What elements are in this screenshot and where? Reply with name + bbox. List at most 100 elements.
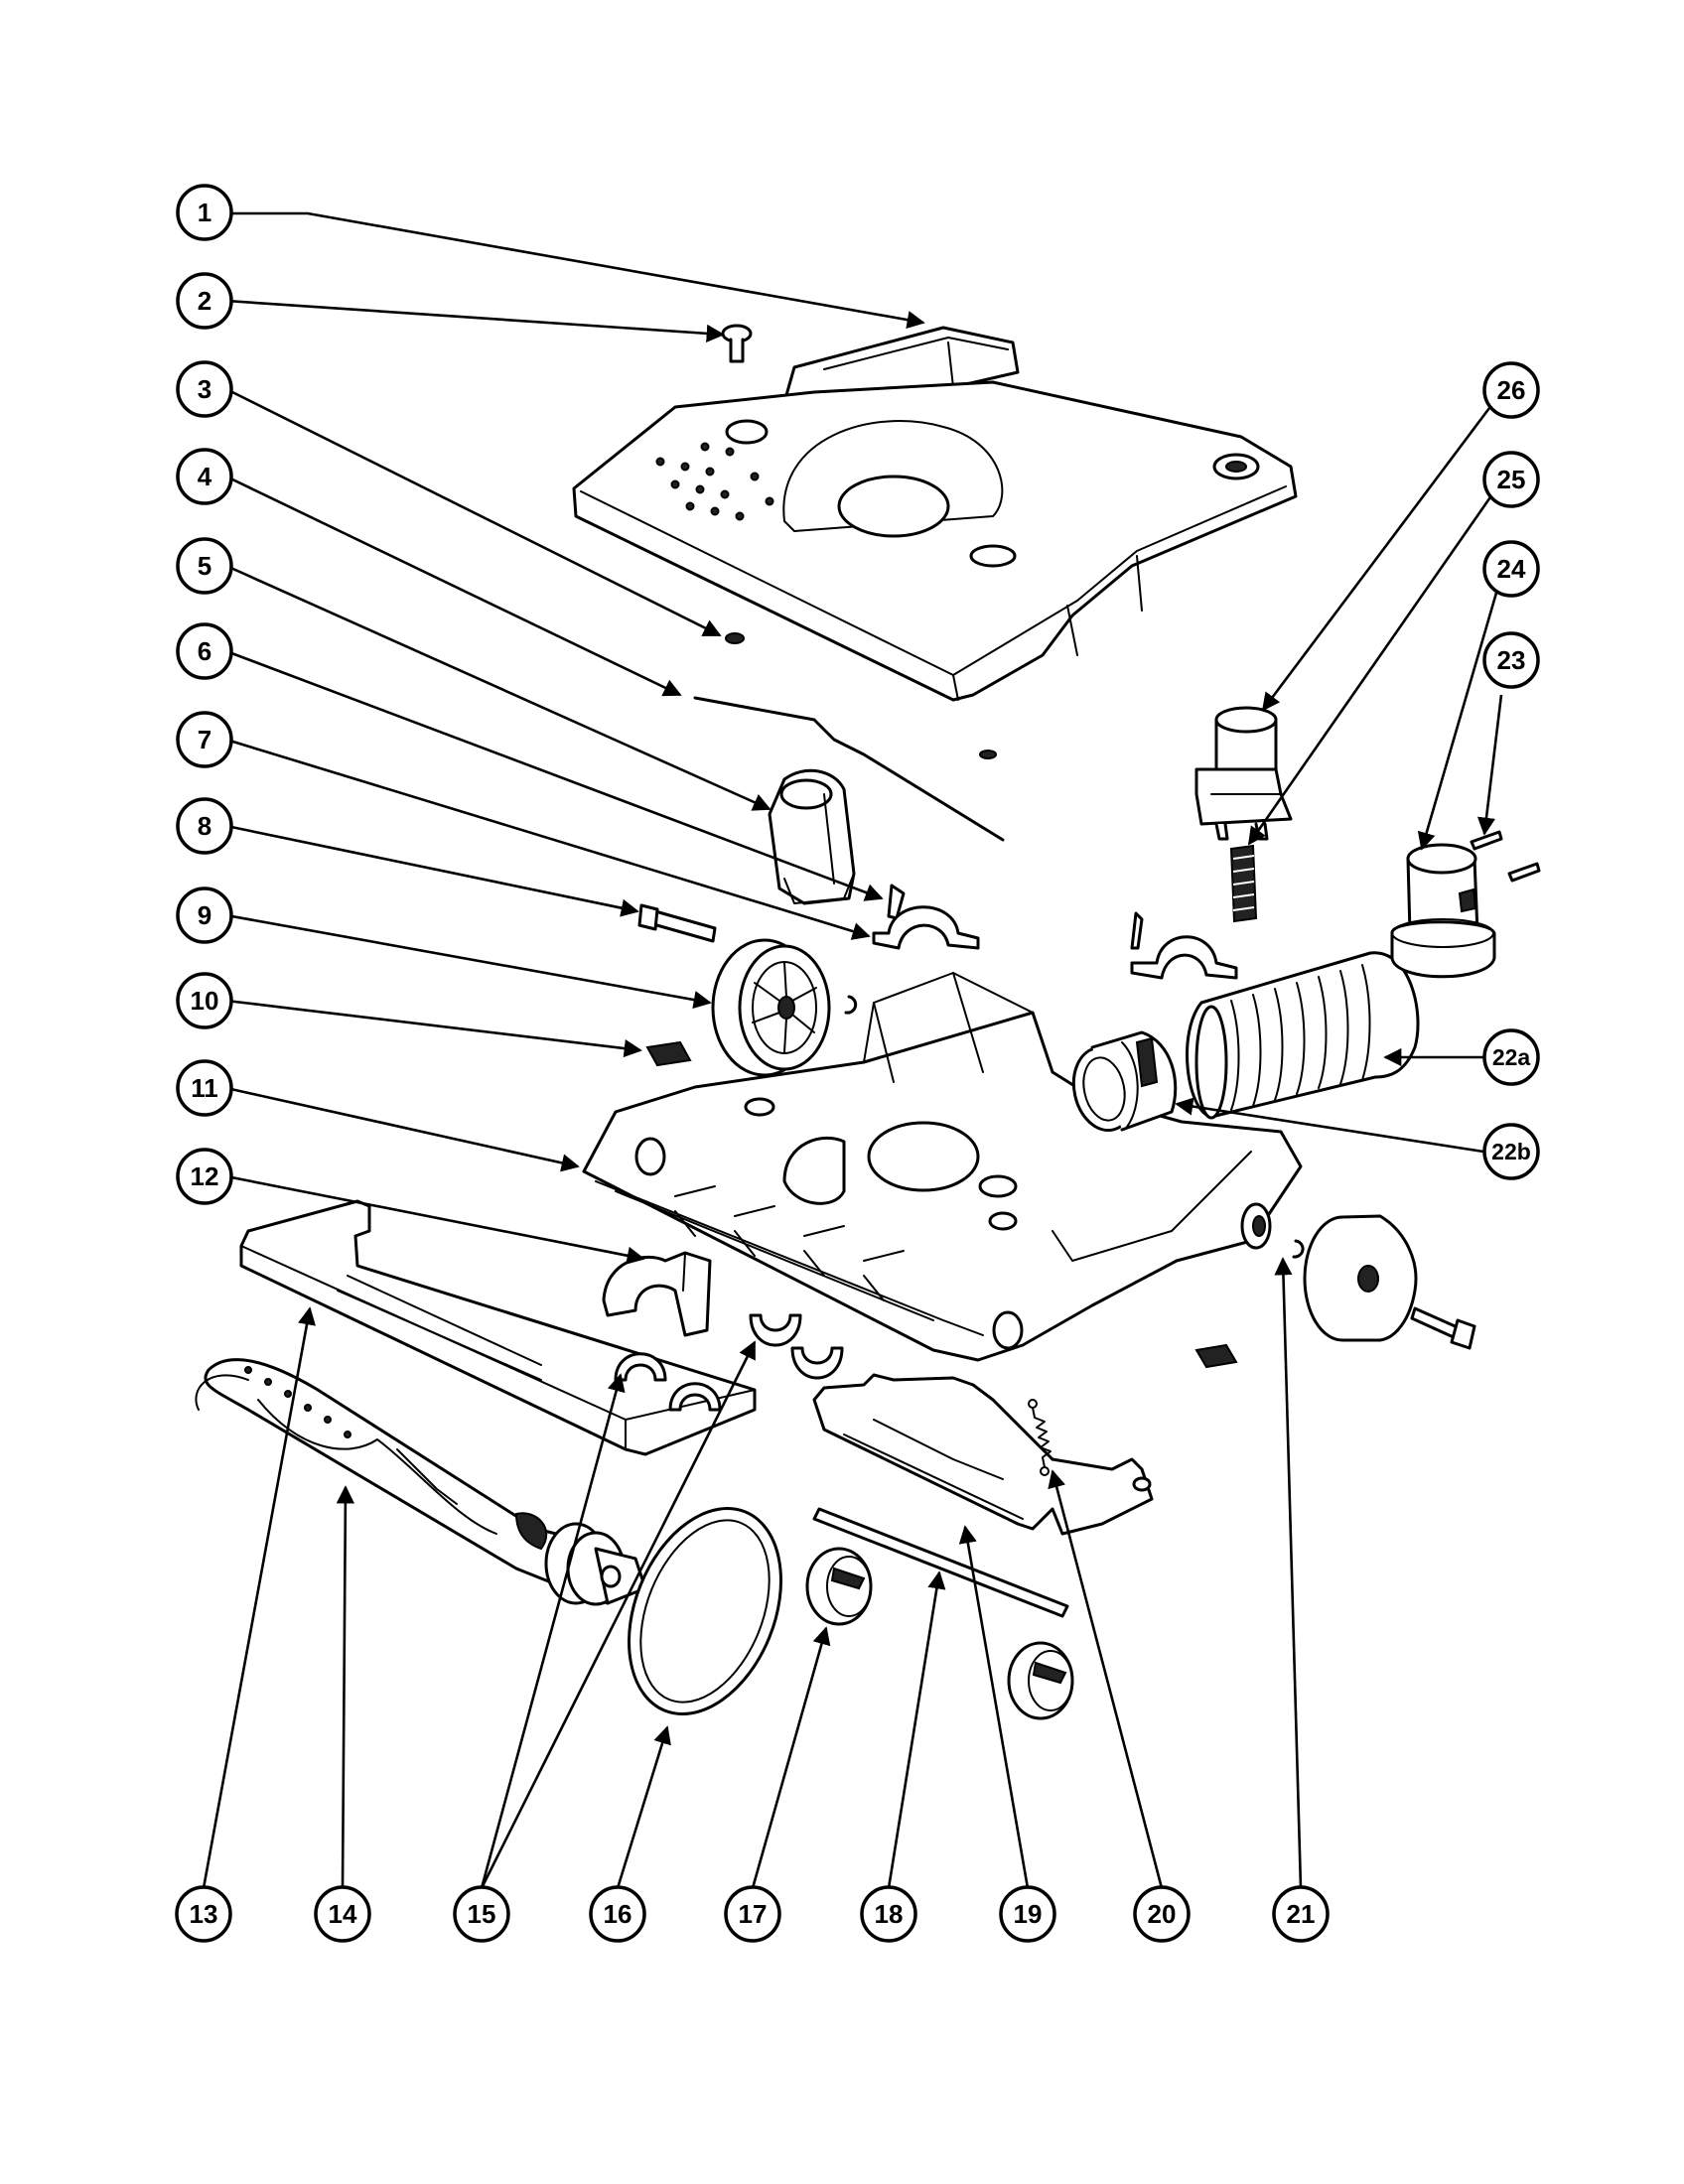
callout-19: 19 [999, 1885, 1056, 1943]
svg-text:24: 24 [1497, 554, 1526, 584]
leader-12 [225, 1174, 645, 1265]
svg-text:14: 14 [329, 1899, 357, 1929]
part-19-height-bracket [812, 1373, 1154, 1536]
callout-2: 2 [176, 272, 233, 330]
svg-text:10: 10 [191, 986, 219, 1016]
svg-text:9: 9 [198, 900, 211, 930]
svg-text:3: 3 [198, 374, 211, 404]
callout-16: 16 [589, 1885, 646, 1943]
leader-3 [225, 387, 722, 637]
part-21-axle [1410, 1306, 1476, 1350]
leader-14 [336, 1485, 354, 1889]
svg-text:15: 15 [468, 1899, 496, 1929]
leader-5 [225, 564, 772, 811]
part-18-rod [812, 1507, 1069, 1618]
svg-text:12: 12 [191, 1161, 219, 1191]
svg-text:13: 13 [190, 1899, 218, 1929]
leader-23 [1476, 694, 1503, 836]
callout-4: 4 [176, 448, 233, 505]
part-14-brush-roll [195, 1358, 647, 1606]
part-22a-flexible-hose [1186, 951, 1420, 1120]
part-21-front-wheel [1303, 1214, 1418, 1342]
callout-15: 15 [453, 1885, 510, 1943]
svg-text:21: 21 [1287, 1899, 1316, 1929]
callout-11: 11 [176, 1059, 233, 1117]
svg-text:19: 19 [1014, 1899, 1043, 1929]
leader-20 [1048, 1469, 1164, 1889]
leader-21 [1274, 1257, 1303, 1889]
leader-16 [616, 1725, 671, 1889]
leader-9 [225, 913, 712, 1010]
part-17-bearing-b [1007, 1641, 1074, 1720]
leader-6 [225, 649, 884, 901]
svg-text:1: 1 [198, 198, 211, 227]
part-5-swivel-elbow [768, 768, 856, 905]
hood-cover [572, 380, 1298, 702]
svg-text:23: 23 [1497, 645, 1526, 675]
part-25-spring [1229, 844, 1258, 923]
svg-text:5: 5 [198, 551, 211, 581]
callout-10: 10 [176, 972, 233, 1029]
part-23-screws [1470, 830, 1541, 883]
svg-text:7: 7 [198, 725, 211, 754]
svg-text:16: 16 [604, 1899, 632, 1929]
callout-7: 7 [176, 711, 233, 768]
leader-18 [887, 1570, 946, 1889]
leader-25 [1247, 480, 1503, 846]
leader-1 [226, 211, 925, 330]
leader-15a [480, 1373, 626, 1889]
part-3-washer [725, 632, 745, 644]
part-24-hose-connector [1390, 843, 1496, 979]
part-3-washer-b [979, 750, 997, 759]
svg-text:22a: 22a [1492, 1044, 1531, 1070]
callout-25: 25 [1482, 451, 1540, 508]
leader-13 [202, 1306, 316, 1889]
part-7-strap-clamp-b [1130, 911, 1238, 980]
svg-text:8: 8 [198, 811, 211, 841]
callout-8: 8 [176, 797, 233, 855]
leader-26 [1261, 391, 1503, 712]
callout-22a: 22a [1482, 1028, 1540, 1086]
svg-text:11: 11 [191, 1073, 218, 1103]
part-10-clip-b [1194, 1343, 1238, 1369]
svg-text:4: 4 [198, 462, 212, 491]
callout-24: 24 [1482, 540, 1540, 598]
svg-text:25: 25 [1497, 465, 1526, 494]
callout-14: 14 [314, 1885, 371, 1943]
callout-21: 21 [1272, 1885, 1330, 1943]
svg-text:2: 2 [198, 286, 211, 316]
callout-13: 13 [175, 1885, 232, 1943]
part-7-strap-clamp [872, 905, 980, 950]
callout-5: 5 [176, 537, 233, 595]
leader-2 [225, 299, 725, 342]
part-9-clip [844, 995, 858, 1015]
callout-22b: 22b [1482, 1123, 1540, 1180]
part-10-clip [645, 1040, 692, 1067]
part-8-axle-bolt [637, 903, 717, 943]
leader-24 [1417, 575, 1503, 851]
part-16-drive-belt [628, 1506, 782, 1716]
part-2-screw [721, 324, 753, 363]
svg-text:22b: 22b [1491, 1139, 1531, 1164]
callout-6: 6 [176, 622, 233, 680]
leader-10 [225, 999, 642, 1058]
svg-text:6: 6 [198, 636, 211, 666]
svg-text:26: 26 [1497, 375, 1526, 405]
callout-18: 18 [860, 1885, 917, 1943]
leader-11 [225, 1086, 580, 1172]
callout-12: 12 [176, 1148, 233, 1205]
part-21-c-clip [1292, 1239, 1305, 1259]
svg-text:17: 17 [739, 1899, 768, 1929]
leader-lines [202, 211, 1503, 1889]
leader-17 [751, 1626, 831, 1889]
leader-8 [225, 824, 639, 917]
svg-text:18: 18 [875, 1899, 904, 1929]
callout-23: 23 [1482, 631, 1540, 689]
leader-4 [225, 475, 682, 697]
callout-1: 1 [176, 184, 233, 241]
part-17-bearing [805, 1547, 873, 1626]
part-11-base-housing [582, 972, 1303, 1362]
part-15-bearing-clips [614, 1313, 844, 1412]
part-22b-hose-cuff [1071, 1030, 1178, 1133]
